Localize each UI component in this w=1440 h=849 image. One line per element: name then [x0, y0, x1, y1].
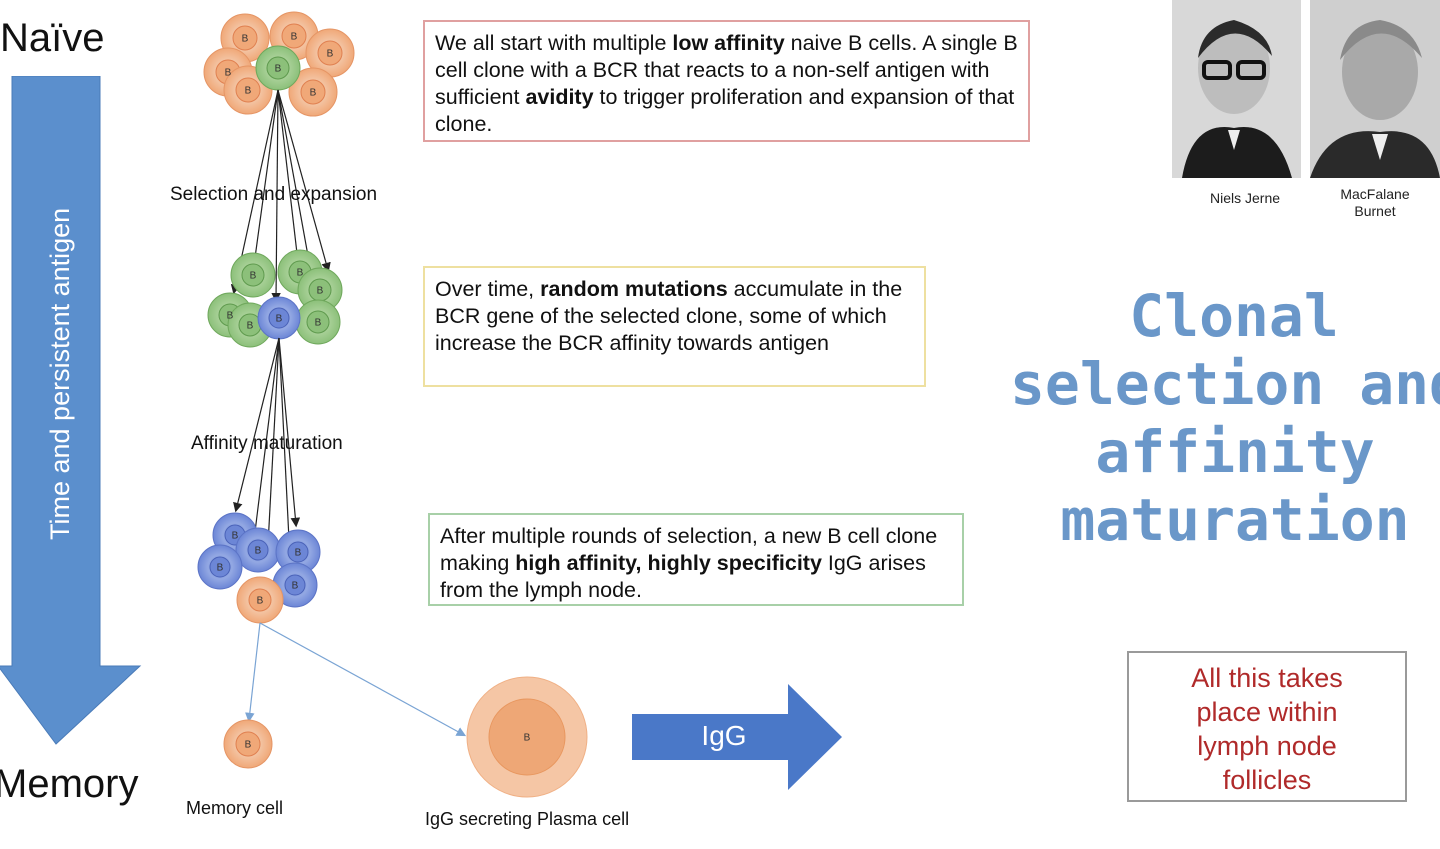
cell-letter: B [217, 563, 224, 574]
memory-cell [223, 719, 273, 769]
body-text: to trigger proliferation and expansion o… [435, 85, 1015, 136]
text-box-selection: After multiple rounds of selection, a ne… [428, 513, 964, 606]
mutated-cell-cluster [207, 249, 343, 348]
body-text: IgG arises from the lymph node. [440, 551, 926, 602]
time-arrow [0, 76, 142, 745]
cell-letter: B [317, 286, 324, 297]
emphasis-text: avidity [525, 85, 594, 109]
cell-letter: B [524, 733, 531, 744]
cell-letter: B [257, 596, 264, 607]
macfarlane-burnet-photo [1310, 0, 1440, 178]
title-line-3: affinity [1095, 418, 1375, 486]
cell-letter: B [297, 268, 304, 279]
cell-letter: B [292, 581, 299, 592]
cell-letter: B [242, 34, 249, 45]
cell-letter: B [250, 271, 257, 282]
body-text: naive B cells. A single B cell clone wit… [435, 31, 1018, 109]
naive-cell-cluster [203, 11, 355, 117]
niels-jerne-caption: Niels Jerne [1209, 190, 1281, 206]
text-box-mutations: Over time, random mutations accumulate i… [423, 266, 926, 387]
plasma-cell [466, 676, 588, 798]
title-line-4: maturation [1060, 486, 1410, 554]
emphasis-text: high affinity, highly specificity [515, 551, 822, 575]
note-line: All this takes [1191, 663, 1343, 693]
naive-label: Naïve [0, 16, 105, 60]
body-text: After multiple rounds of selection, a ne… [440, 524, 938, 575]
plasma-cell-label: IgG secreting Plasma cell [425, 809, 630, 829]
affinity-label: Affinity maturation [191, 433, 343, 454]
cell-letter: B [247, 321, 254, 332]
body-text: We all start with multiple [435, 31, 673, 55]
cell-letter: B [295, 548, 302, 559]
title-line-2: selection and [1010, 350, 1440, 418]
follicles-note: All this takes place within lymph node f… [1127, 651, 1407, 802]
note-line: follicles [1222, 765, 1312, 795]
cell-letter: B [245, 86, 252, 97]
slide-title: Clonal selection and affinity maturation [1010, 282, 1440, 554]
cell-letter: B [327, 49, 334, 60]
cell-letter: B [245, 740, 252, 751]
emphasis-text: random mutations [540, 277, 728, 301]
text-box-naive: We all start with multiple low affinity … [423, 20, 1030, 142]
igg-arrow-label: IgG [701, 720, 747, 751]
cell-letter: B [275, 64, 282, 75]
body-text: accumulate in the BCR gene of the select… [435, 277, 903, 355]
igg-arrow [632, 684, 842, 790]
cell-letter: B [255, 546, 262, 557]
time-arrow-label: Time and persistent antigen [45, 207, 75, 540]
cell-letter: B [315, 318, 322, 329]
cell-diagram: B B B B B B B B B B B B B B B B B B B B B B [197, 11, 588, 798]
macfarlane-burnet-caption: MacFalane Burnet [1320, 186, 1430, 220]
caption-line: MacFalane [1340, 186, 1410, 202]
memory-label: Memory [0, 762, 139, 806]
cell-letter: B [276, 314, 283, 325]
cell-letter: B [225, 68, 232, 79]
high-affinity-cell-cluster [197, 512, 321, 624]
title-line-1: Clonal [1129, 282, 1339, 350]
selection-label: Selection and expansion [170, 184, 378, 205]
body-text: Over time, [435, 277, 541, 301]
note-line: place within [1196, 697, 1338, 727]
emphasis-text: low affinity [672, 31, 785, 55]
memory-cell-label: Memory cell [186, 798, 284, 818]
cell-letter: B [291, 32, 298, 43]
caption-line: Burnet [1354, 203, 1396, 219]
cell-letter: B [227, 311, 234, 322]
niels-jerne-photo [1172, 0, 1301, 178]
cell-letter: B [232, 531, 239, 542]
cell-letter: B [310, 88, 317, 99]
note-line: lymph node [1197, 731, 1337, 761]
